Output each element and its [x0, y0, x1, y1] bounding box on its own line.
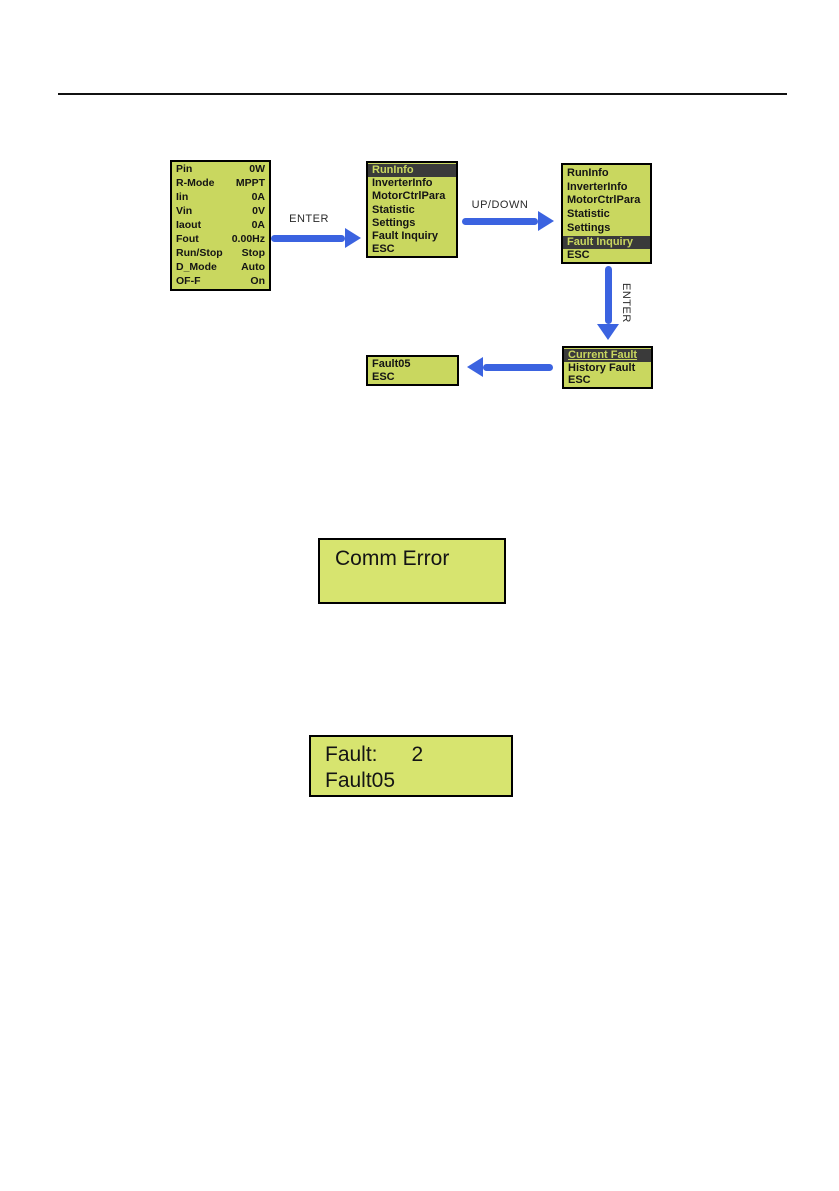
arrow-shaft: [604, 266, 612, 324]
status-row: OF-F On: [176, 275, 265, 288]
status-row: Fout 0.00Hz: [176, 233, 265, 246]
menu-item-history-fault: History Fault: [568, 361, 636, 374]
arrow-down-icon: [597, 266, 619, 340]
status-value: 0A: [251, 191, 265, 203]
menu-item-settings: Settings: [567, 221, 611, 234]
arrow-left-icon: [467, 357, 553, 377]
menu-item-esc: ESC: [567, 249, 590, 262]
arrow-head: [467, 357, 483, 377]
menu-item-inverterinfo: InverterInfo: [372, 177, 433, 190]
fault-count-value: 2: [411, 743, 424, 766]
status-value: On: [250, 275, 265, 287]
status-label: Fout: [176, 233, 199, 245]
status-row: R-Mode MPPT: [176, 177, 265, 190]
status-label: R-Mode: [176, 177, 215, 189]
arrow-right-icon: [462, 211, 554, 231]
lcd-main-menu-runinfo: RunInfo InverterInfo MotorCtrlPara Stati…: [366, 161, 458, 258]
menu-item-fault-inquiry: Fault Inquiry: [372, 230, 438, 243]
status-label: Run/Stop: [176, 247, 223, 259]
status-value: 0.00Hz: [231, 233, 265, 245]
lcd-fault-detail: Fault: 2 Fault05: [309, 735, 513, 797]
fault-code-label: Fault05: [372, 358, 411, 370]
menu-item-statistic: Statistic: [567, 208, 610, 221]
status-row: Vin 0V: [176, 205, 265, 218]
menu-item-inverterinfo: InverterInfo: [567, 180, 628, 193]
status-value: 0V: [252, 205, 265, 217]
status-row: Pin 0W: [176, 163, 265, 176]
status-label: OF-F: [176, 275, 201, 287]
arrow-head: [538, 211, 554, 231]
status-label: Iin: [176, 191, 189, 203]
status-value: Stop: [241, 247, 265, 259]
arrow-shaft: [462, 217, 538, 225]
status-label: Iaout: [176, 219, 202, 231]
status-value: 0W: [249, 163, 265, 175]
comm-error-text: Comm Error: [335, 547, 450, 570]
arrow-head: [345, 228, 361, 248]
lcd-fault-menu: Current Fault History Fault ESC: [562, 346, 653, 389]
status-value: MPPT: [235, 177, 265, 189]
menu-item-settings: Settings: [372, 216, 416, 229]
menu-item-esc: ESC: [568, 374, 591, 387]
menu-item-current-fault: Current Fault: [564, 349, 651, 362]
arrow-head: [597, 324, 619, 340]
header-rule: [58, 93, 787, 95]
menu-item-esc: ESC: [372, 371, 395, 383]
fault-count-line: Fault: 2: [325, 742, 511, 768]
updown-label: UP/DOWN: [471, 199, 529, 211]
lcd-main-menu-fault: RunInfo InverterInfo MotorCtrlPara Stati…: [561, 163, 652, 264]
status-value: Auto: [241, 261, 265, 273]
menu-item-motorctrlpara: MotorCtrlPara: [372, 190, 446, 203]
menu-item-statistic: Statistic: [372, 203, 415, 216]
fault-count-label: Fault:: [325, 743, 378, 766]
status-label: Vin: [176, 205, 193, 217]
status-row: Iin 0A: [176, 191, 265, 204]
arrow-right-icon: [271, 228, 361, 248]
arrow-shaft: [483, 363, 553, 371]
lcd-status-screen: Pin 0W R-Mode MPPT Iin 0A Vin 0V Iaout 0…: [170, 160, 271, 291]
enter-label: ENTER: [289, 213, 329, 225]
menu-item-runinfo: RunInfo: [567, 167, 609, 179]
arrow-shaft: [271, 234, 345, 242]
status-row: Iaout 0A: [176, 219, 265, 232]
menu-item-runinfo: RunInfo: [368, 164, 456, 178]
status-row: Run/Stop Stop: [176, 247, 265, 260]
status-label: D_Mode: [176, 261, 217, 273]
menu-item-fault-inquiry: Fault Inquiry: [563, 235, 650, 250]
menu-item-esc: ESC: [372, 243, 395, 256]
status-value: 0A: [251, 219, 265, 231]
lcd-fault-code: Fault05 ESC: [366, 355, 459, 386]
fault-code-line: Fault05: [325, 769, 396, 792]
status-label: Pin: [176, 163, 193, 175]
status-row: D_Mode Auto: [176, 261, 265, 274]
lcd-comm-error: Comm Error: [318, 538, 506, 604]
enter-label: ENTER: [620, 283, 632, 323]
menu-item-motorctrlpara: MotorCtrlPara: [567, 194, 641, 207]
